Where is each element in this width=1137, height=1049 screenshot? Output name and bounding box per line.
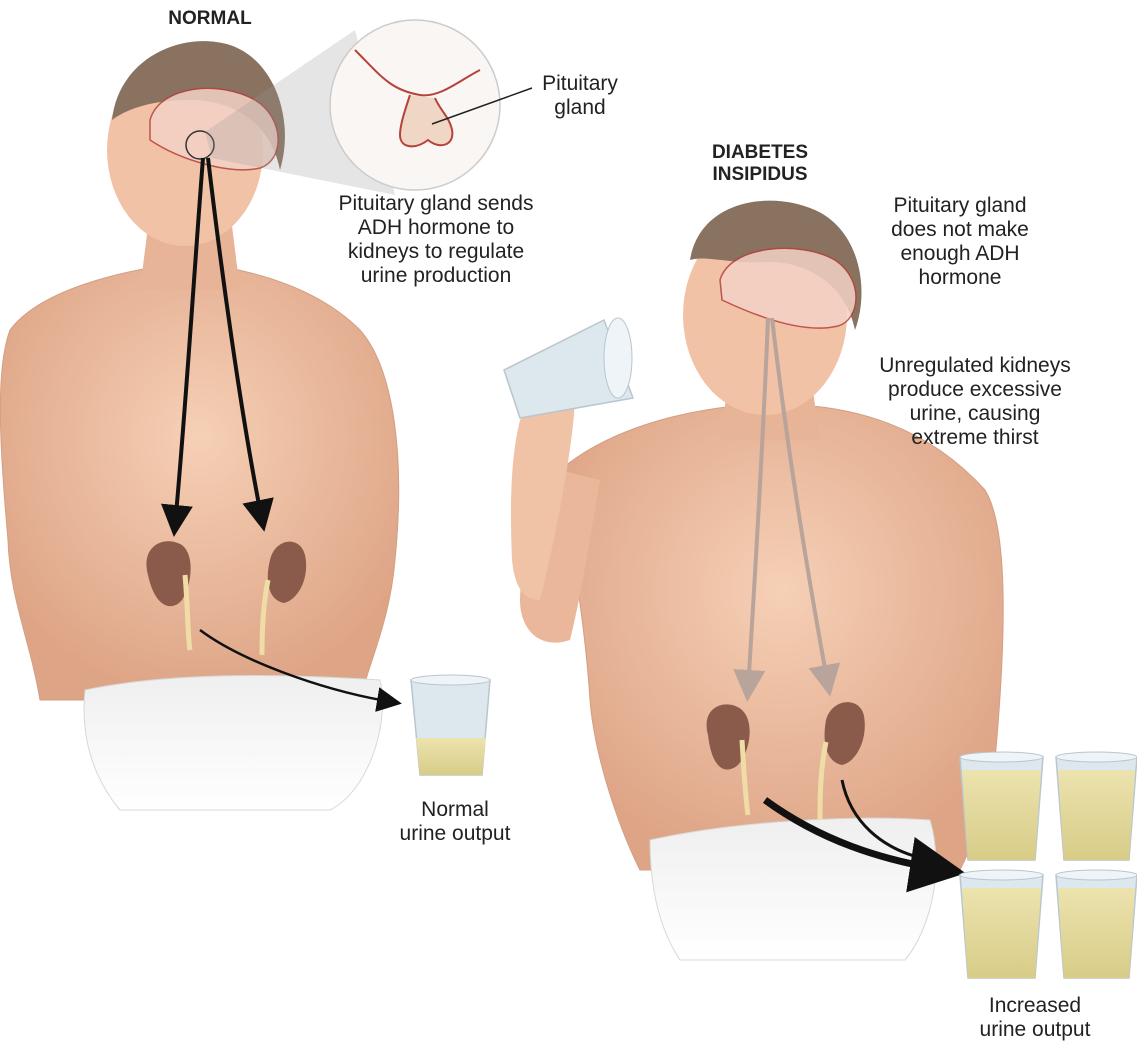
diabetes-description-kidneys: Unregulated kidneys produce excessive ur… xyxy=(870,354,1080,450)
diabetes-description-pituitary: Pituitary gland does not make enough ADH… xyxy=(870,194,1050,290)
glass-icon xyxy=(1056,752,1137,860)
diabetes-figure xyxy=(504,201,1137,978)
normal-figure xyxy=(0,20,532,810)
glass-icon xyxy=(411,675,490,775)
glass-icon xyxy=(960,870,1043,978)
diabetes-title: DIABETES INSIPIDUS xyxy=(690,142,830,186)
normal-output-label: Normal urine output xyxy=(375,798,535,846)
pituitary-zoom-icon xyxy=(330,20,532,190)
pituitary-gland-label: Pituitary gland xyxy=(520,72,640,120)
increased-output-label: Increased urine output xyxy=(960,994,1110,1042)
normal-title: NORMAL xyxy=(150,8,270,30)
glass-icon xyxy=(960,752,1043,860)
glass-icon xyxy=(504,318,633,418)
glass-icon xyxy=(1056,870,1137,978)
normal-description: Pituitary gland sends ADH hormone to kid… xyxy=(320,192,552,288)
